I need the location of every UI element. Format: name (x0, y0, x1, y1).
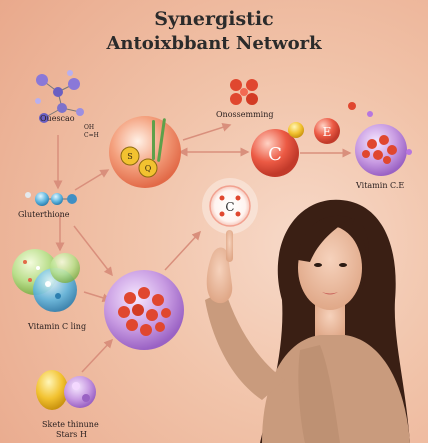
arrow-orange-to-top (182, 122, 232, 141)
red-molecule-cluster (230, 79, 258, 105)
orange-sphere-label-q: Q (145, 164, 152, 173)
orange-sphere-label-s: S (127, 152, 132, 161)
glutathione-molecule (25, 192, 77, 206)
label-glutathione: Gluterthione (18, 210, 70, 219)
label-top-center: Onossemming (216, 110, 274, 119)
pointed-sphere: C (202, 178, 258, 234)
vitamin-e-sphere-label: E (323, 125, 332, 139)
vitamin-ce-sphere (348, 102, 412, 176)
molecule-cluster-top-left (35, 70, 84, 123)
vitamin-e-sphere: E (314, 118, 340, 144)
label-top-left-molecule: Ouescao (40, 114, 75, 123)
arrow-bottom-to-purple (81, 338, 114, 373)
title-line-1: Synergistic (154, 8, 274, 30)
pointed-sphere-label: C (225, 200, 234, 214)
bottom-left-molecules (36, 370, 96, 410)
label-small-ch: C=H (84, 132, 99, 139)
woman-figure (205, 199, 410, 443)
vitamin-c-sphere: C (251, 129, 299, 177)
label-bottom-left-line2: Stars H (56, 430, 87, 439)
vitamin-c-sphere-label: C (268, 144, 282, 165)
vitamin-c-ling-cluster (12, 249, 80, 312)
arrow-purple-to-pointed (164, 230, 202, 271)
label-bottom-left-line1: Skete thinune (42, 420, 99, 429)
orange-sphere: S Q (109, 116, 181, 188)
label-small-oh: OH (84, 124, 95, 131)
label-vitamin-ce: Vitamin C.E (356, 181, 405, 190)
arrow-gluta-to-purple (73, 225, 113, 277)
label-vitamin-c-ling: Vitamin C ling (28, 322, 87, 331)
title-line-2: Antoixbbant Network (106, 33, 322, 54)
purple-cluster-sphere (104, 270, 184, 350)
arrow-gluta-to-orange (74, 169, 110, 191)
yellow-small-sphere (288, 122, 304, 138)
